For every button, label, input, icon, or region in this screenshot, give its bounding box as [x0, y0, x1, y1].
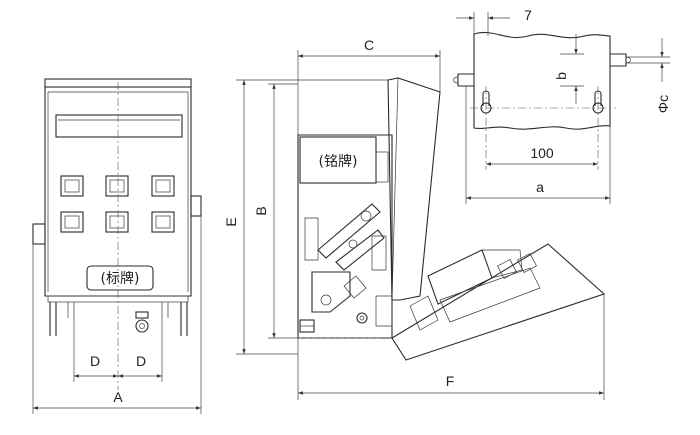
front-label-plate	[86, 265, 154, 291]
front-button-grid	[60, 175, 175, 233]
dim-d-right-label: D	[136, 353, 146, 369]
dim-d-left-label: D	[90, 353, 100, 369]
dim-f-label: F	[446, 373, 455, 389]
front-right-bracket	[190, 195, 202, 217]
dim-b-label-mount: b	[553, 72, 569, 80]
side-cover	[387, 77, 441, 301]
side-view: (铭牌)	[223, 37, 606, 400]
dim-a-label-mount: a	[536, 179, 544, 195]
front-view: (标牌) D D A	[32, 78, 202, 414]
dim-100-label: 100	[530, 145, 554, 161]
dim-7-label: 7	[524, 7, 532, 23]
side-nameplate-text: (铭牌)	[319, 153, 358, 170]
mounting-detail: 7 b Φc 100 a	[453, 7, 671, 204]
side-mechanism	[299, 203, 393, 333]
mounting-plate	[473, 32, 611, 130]
front-nameplate-text: (标牌)	[101, 270, 140, 287]
dim-a-label: A	[113, 389, 123, 405]
front-terminal-screw	[135, 319, 149, 333]
dim-phi-c-label: Φc	[655, 95, 671, 113]
front-left-bracket	[32, 223, 46, 245]
dim-b-label: B	[253, 206, 269, 215]
front-display-window	[55, 114, 183, 138]
dim-e-label: E	[223, 217, 239, 226]
dim-c-label: C	[364, 37, 374, 53]
